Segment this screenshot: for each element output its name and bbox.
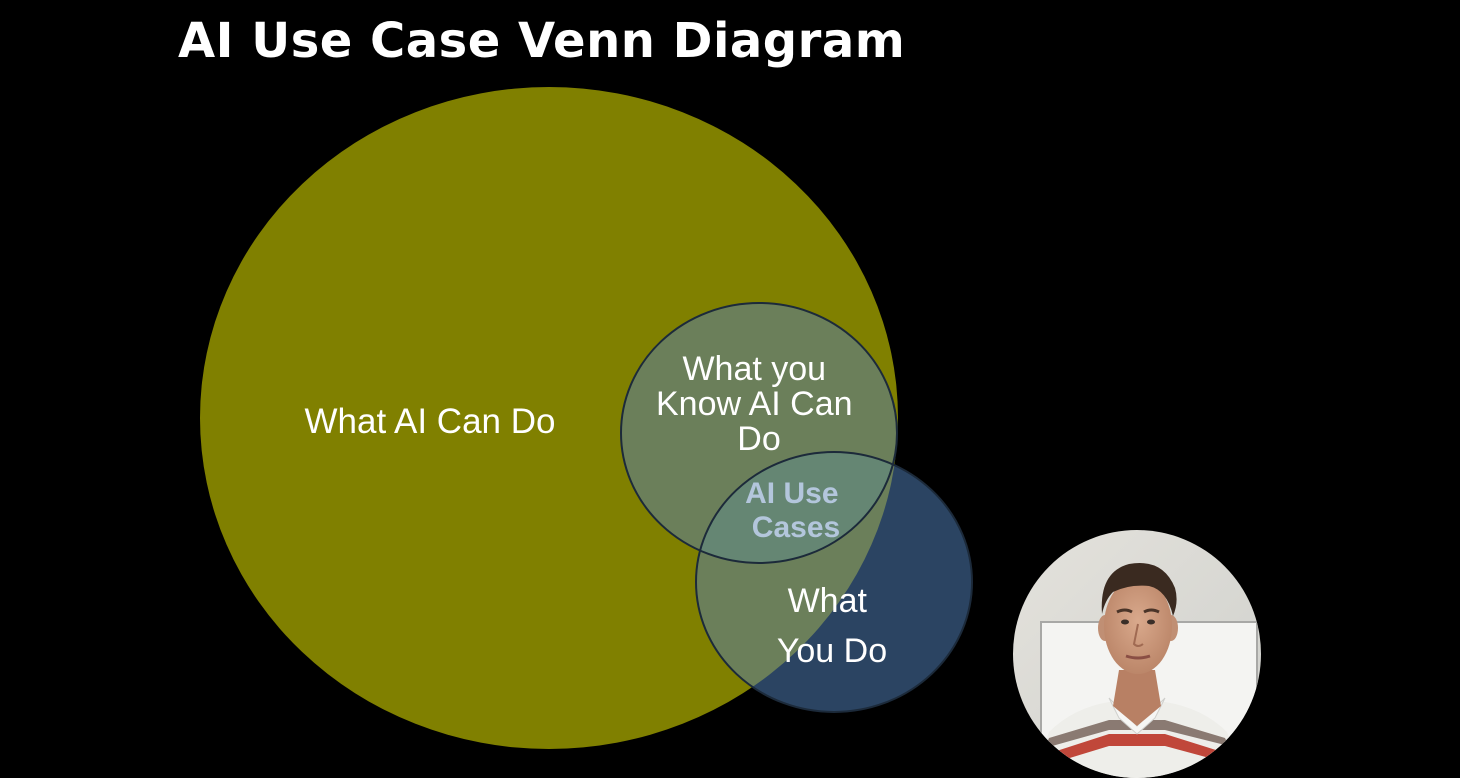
label-what-you-know-ai-can-do: What you Know AI Can Do [656,350,862,458]
venn-diagram: What AI Can Do What you Know AI Can Do A… [200,87,973,749]
label-what-ai-can-do: What AI Can Do [305,402,556,441]
slide-title: AI Use Case Venn Diagram [178,13,906,69]
outline-what-you-do [695,451,973,713]
presenter-webcam [1013,530,1261,778]
label-ai-use-cases: AI Use Cases [745,477,847,544]
presenter-webcam-photo-icon [1013,530,1261,778]
overlap-ai-use-cases [696,452,897,563]
label-what-you-do: What You Do [777,582,887,670]
outline-what-you-know-ai-can-do [620,302,898,564]
